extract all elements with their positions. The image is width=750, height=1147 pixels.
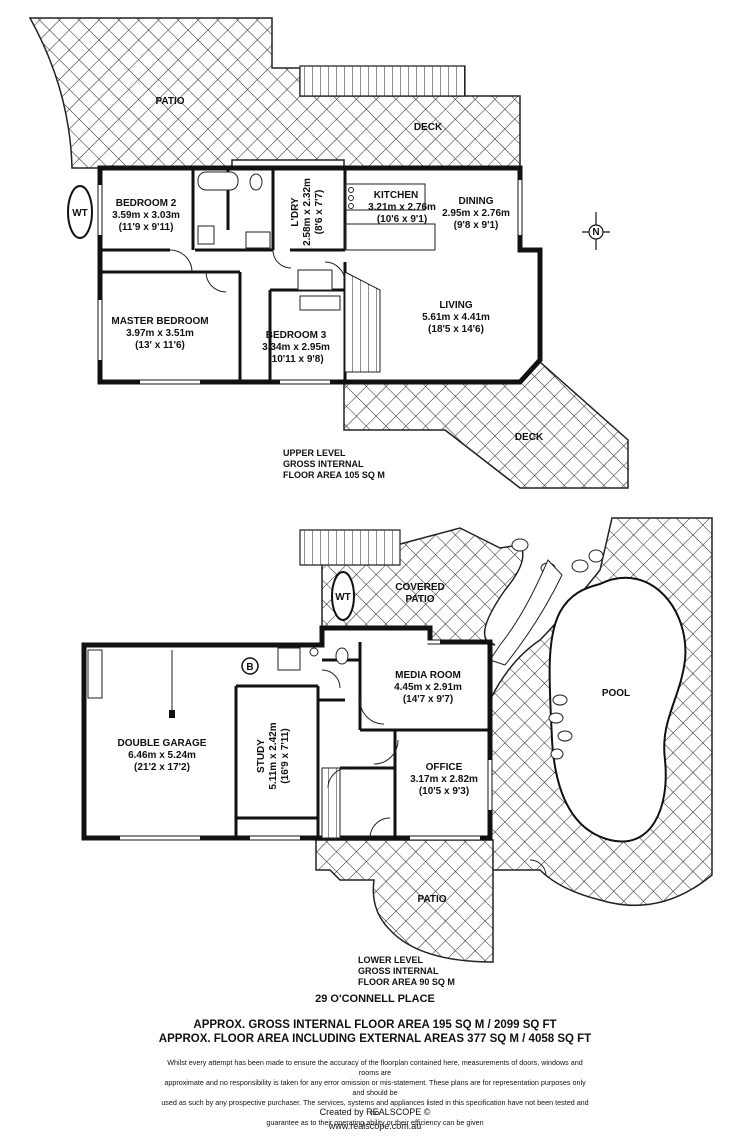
svg-text:5.11m x 2.42m: 5.11m x 2.42m [268,722,279,789]
svg-text:(14'7 x 9'7): (14'7 x 9'7) [403,694,453,705]
laundry-label: L'DRY 2.58m x 2.32m (8'6 x 7'7) [290,178,325,246]
deck-stairs-top [299,65,466,97]
svg-text:3.34m x 2.95m: 3.34m x 2.95m [262,342,330,353]
dining-label: DINING 2.95m x 2.76m (9'8 x 9'1) [442,196,510,231]
lower-stairs [299,529,401,566]
svg-text:(13' x 11'6): (13' x 11'6) [135,340,185,351]
svg-text:COVERED: COVERED [395,582,444,593]
media-room-label: MEDIA ROOM 4.45m x 2.91m (14'7 x 9'7) [394,670,462,705]
master-bedroom-label: MASTER BEDROOM 3.97m x 3.51m (13' x 11'6… [111,316,208,351]
garden-path [489,559,563,666]
svg-text:3.59m x 3.03m: 3.59m x 3.03m [112,210,180,221]
credit-created-by: Created by REALSCOPE © [319,1107,431,1117]
svg-text:5.61m x 4.41m: 5.61m x 4.41m [422,312,490,323]
svg-text:MASTER BEDROOM: MASTER BEDROOM [111,316,208,327]
svg-text:(10'11 x 9'8): (10'11 x 9'8) [268,354,323,365]
svg-text:4.45m x 2.91m: 4.45m x 2.91m [394,682,462,693]
svg-text:BEDROOM 3: BEDROOM 3 [266,330,327,341]
svg-text:(16'9 x 7'11): (16'9 x 7'11) [280,728,291,783]
compass-icon [582,212,610,250]
disclaimer: Whilst every attempt has been made to en… [161,1058,589,1127]
boiler-label: B [246,662,253,673]
lower-windows [120,640,492,840]
svg-text:2.95m x 2.76m: 2.95m x 2.76m [442,208,510,219]
upper-fixtures [197,171,436,311]
lower-level-note: LOWER LEVEL GROSS INTERNAL FLOOR AREA 90… [358,955,455,987]
boiler-icon [241,657,259,675]
pool-label: POOL [602,688,630,699]
water-tank-upper [67,185,93,239]
lower-fixtures [277,647,349,671]
garage-shelf [87,649,103,699]
svg-text:L'DRY: L'DRY [290,197,301,227]
svg-text:(11'9 x 9'11): (11'9 x 9'11) [119,222,174,233]
svg-text:(21'2 x 17'2): (21'2 x 17'2) [134,762,190,773]
deck-top-label: DECK [414,122,443,133]
bedroom2-label: BEDROOM 2 3.59m x 3.03m (11'9 x 9'11) [112,198,180,233]
svg-text:3.21m x 2.76m: 3.21m x 2.76m [368,202,436,213]
compass-north: N [592,227,599,238]
wt-label-lower: WT [335,592,351,603]
svg-text:OFFICE: OFFICE [426,762,463,773]
lower-patio-area [315,839,494,963]
upper-level: WT N PATIO DECK DECK BEDROOM 2 3.59m x 3… [28,17,629,489]
svg-text:KITCHEN: KITCHEN [374,190,418,201]
wt-label-upper: WT [72,208,88,219]
lower-door-swings [321,669,547,877]
upper-door-swings [169,249,346,293]
svg-text:2.58m x 2.32m: 2.58m x 2.32m [302,178,313,246]
study-label: STUDY 5.11m x 2.42m (16'9 x 7'11) [256,722,291,789]
patio-label: PATIO [155,96,184,107]
covered-patio-label: COVERED PATIO [395,582,444,605]
internal-stair [344,271,381,373]
total-area-line-2: APPROX. FLOOR AREA INCLUDING EXTERNAL AR… [158,1033,592,1045]
svg-text:3.97m x 3.51m: 3.97m x 3.51m [126,328,194,339]
bedroom3-label: BEDROOM 3 3.34m x 2.95m (10'11 x 9'8) [262,330,330,365]
svg-text:MEDIA ROOM: MEDIA ROOM [395,670,461,681]
svg-text:LIVING: LIVING [439,300,473,311]
svg-text:STUDY: STUDY [256,739,267,773]
svg-text:(9'8 x 9'1): (9'8 x 9'1) [454,220,499,231]
total-area-line-1: APPROX. GROSS INTERNAL FLOOR AREA 195 SQ… [193,1019,557,1031]
living-label: LIVING 5.61m x 4.41m (18'5 x 14'6) [422,300,490,335]
svg-text:(18'5 x 14'6): (18'5 x 14'6) [428,324,484,335]
svg-text:6.46m x 5.24m: 6.46m x 5.24m [128,750,196,761]
pool [548,577,687,843]
svg-text:DOUBLE GARAGE: DOUBLE GARAGE [118,738,207,749]
lower-patio-label: PATIO [417,894,446,905]
water-tank-lower [331,571,355,621]
garage-label: DOUBLE GARAGE 6.46m x 5.24m (21'2 x 17'2… [118,738,207,773]
svg-text:(8'6 x 7'7): (8'6 x 7'7) [314,190,325,235]
office-label: OFFICE 3.17m x 2.82m (10'5 x 9'3) [410,762,478,797]
svg-text:3.17m x 2.82m: 3.17m x 2.82m [410,774,478,785]
credit-website[interactable]: www.realscope.com.au [328,1121,422,1131]
upper-level-note: UPPER LEVEL GROSS INTERNAL FLOOR AREA 10… [283,448,385,480]
svg-text:BEDROOM 2: BEDROOM 2 [116,198,177,209]
svg-text:(10'5 x 9'3): (10'5 x 9'3) [419,786,469,797]
address: 29 O'CONNELL PLACE [315,993,435,1005]
upper-windows [98,180,522,384]
lower-internal-stair [321,767,341,839]
svg-text:PATIO: PATIO [405,594,434,605]
lower-level: POOL [81,517,713,963]
kitchen-label: KITCHEN 3.21m x 2.76m (10'6 x 9'1) [368,190,436,225]
stepping-stones [511,538,604,760]
svg-text:DINING: DINING [459,196,494,207]
deck-bottom-label: DECK [515,432,544,443]
svg-text:(10'6 x 9'1): (10'6 x 9'1) [377,214,427,225]
